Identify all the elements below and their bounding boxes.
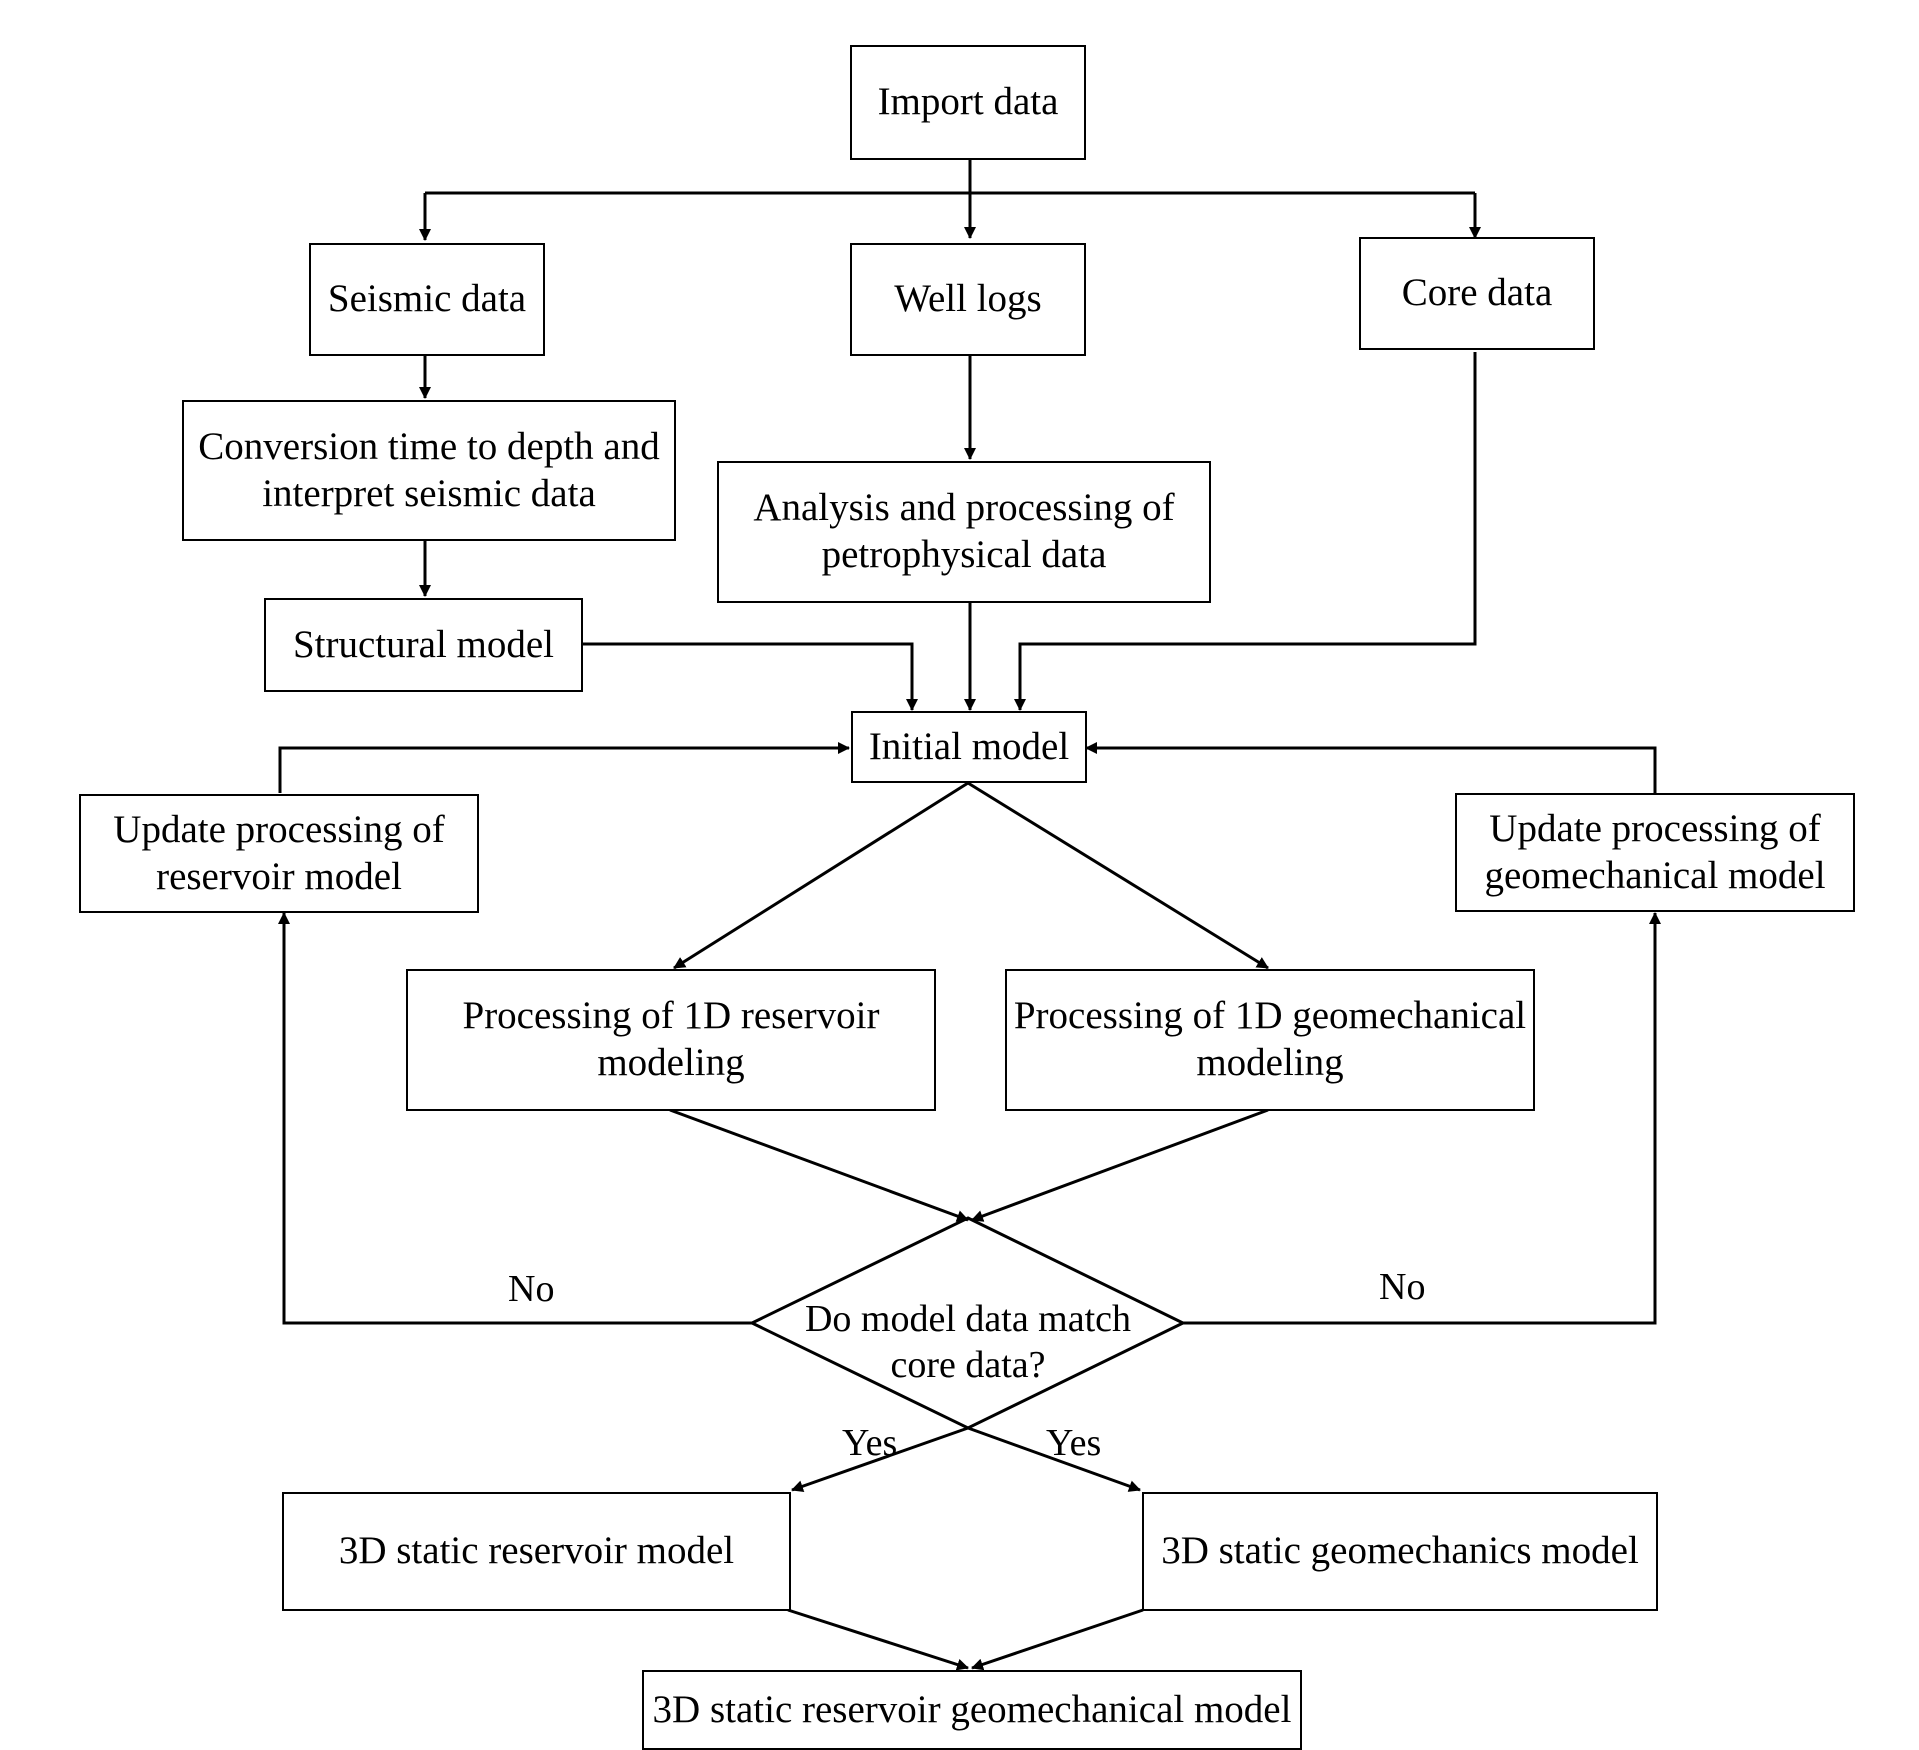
proc-geomech-node: Processing of 1D geomechanical modeling (1005, 969, 1535, 1111)
proc-reservoir-label: Processing of 1D reservoir modeling (462, 994, 880, 1084)
arrow-proc-geomech-to-decision (971, 1108, 1269, 1222)
arrow-yes-to-static-geomech (967, 1426, 1141, 1492)
edge-label-yes-left: Yes (842, 1422, 898, 1464)
import-data-label: Import data (877, 80, 1059, 124)
final-model-node: 3D static reservoir geomechanical model (642, 1670, 1302, 1750)
update-geomech-node: Update processing of geomechanical model (1455, 793, 1855, 912)
static-reservoir-label: 3D static reservoir model (338, 1529, 735, 1573)
arrow-core-to-initial (1014, 352, 1477, 711)
arrow-proc-reservoir-to-decision (669, 1108, 969, 1222)
arrow-update-geomech-to-initial (1085, 742, 1657, 793)
seismic-data-label: Seismic data (327, 277, 527, 321)
import-data-node: Import data (850, 45, 1086, 160)
static-geomech-label: 3D static geomechanics model (1161, 1529, 1639, 1573)
decision-label: Do model data match core data? (804, 1298, 1132, 1386)
update-geomech-label: Update processing of geomechanical model (1484, 806, 1826, 897)
arrow-no-to-update-geomech (1183, 912, 1661, 1325)
structural-model-node: Structural model (264, 598, 583, 692)
seismic-data-node: Seismic data (309, 243, 545, 356)
initial-model-label: Initial model (868, 724, 1070, 768)
proc-reservoir-node: Processing of 1D reservoir modeling (406, 969, 936, 1111)
arrow-update-reservoir-to-initial (278, 742, 850, 793)
arrow-initial-to-proc-geomech (967, 781, 1269, 970)
initial-model-node: Initial model (851, 711, 1087, 783)
structural-model-label: Structural model (292, 622, 555, 666)
well-logs-node: Well logs (850, 243, 1086, 356)
well-logs-label: Well logs (894, 277, 1042, 321)
analysis-node: Analysis and processing of petrophysical… (717, 461, 1211, 603)
arrow-no-to-update-reservoir (278, 912, 752, 1325)
proc-geomech-label: Processing of 1D geomechanical modeling (1013, 994, 1527, 1084)
edge-label-yes-right: Yes (1046, 1422, 1102, 1464)
core-data-node: Core data (1359, 237, 1595, 350)
final-model-label: 3D static reservoir geomechanical model (652, 1687, 1292, 1731)
conversion-node: Conversion time to depth and interpret s… (182, 400, 676, 541)
arrow-initial-to-proc-reservoir (673, 781, 969, 970)
arrow-structural-to-initial (582, 642, 918, 711)
static-geomech-node: 3D static geomechanics model (1142, 1492, 1658, 1611)
arrow-static-reservoir-to-final (787, 1608, 969, 1671)
update-reservoir-label: Update processing of reservoir model (113, 807, 445, 898)
core-data-label: Core data (1401, 271, 1553, 315)
conversion-label: Conversion time to depth and interpret s… (198, 424, 660, 515)
arrow-yes-to-static-reservoir (791, 1426, 969, 1493)
edge-label-no-right: No (1379, 1266, 1426, 1308)
arrow-static-geomech-to-final (971, 1608, 1144, 1671)
edge-label-no-left: No (508, 1268, 555, 1310)
analysis-label: Analysis and processing of petrophysical… (753, 486, 1175, 576)
static-reservoir-node: 3D static reservoir model (282, 1492, 791, 1611)
update-reservoir-node: Update processing of reservoir model (79, 794, 479, 913)
